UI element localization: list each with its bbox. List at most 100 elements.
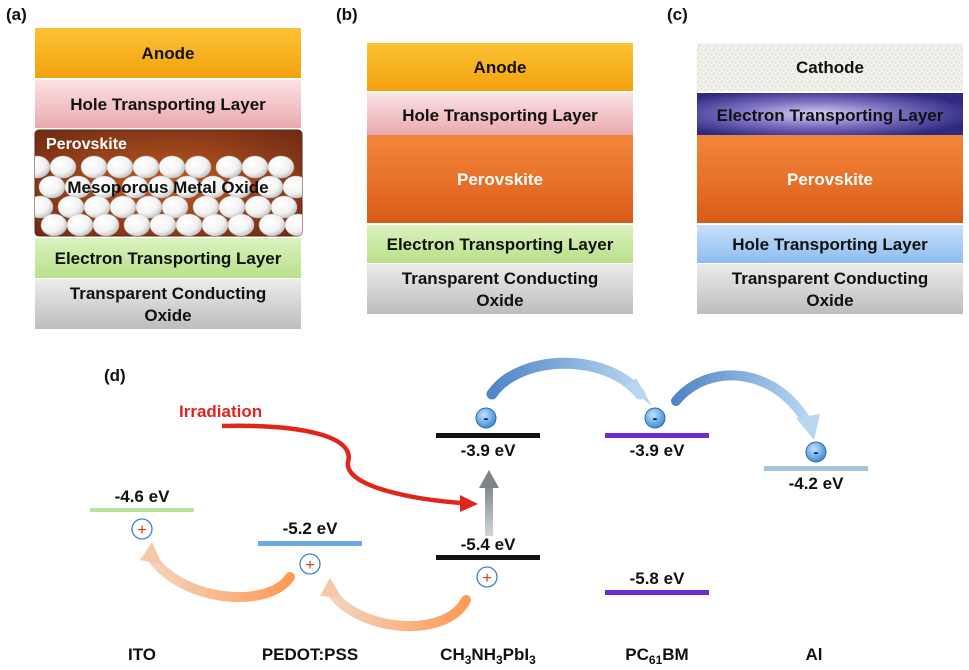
hole-pedot: + [299, 553, 321, 575]
b-anode-label: Anode [474, 58, 527, 77]
ito-level-value: -4.6 eV [115, 487, 170, 506]
panel-a-label: (a) [6, 5, 27, 24]
hole-symbol: + [305, 557, 314, 574]
b-htl-layer [367, 93, 633, 135]
perov-sub-1: 3 [465, 653, 472, 667]
oxide-sphere [284, 213, 302, 236]
a-etl-label: Electron Transporting Layer [55, 249, 282, 268]
c-etl-label: Electron Transporting Layer [717, 106, 944, 125]
material-pcbm: PC61BM [625, 645, 688, 667]
oxide-sphere [184, 155, 212, 179]
perov-part-ch: CH [440, 645, 465, 664]
perovskite-homo-value: -5.4 eV [461, 535, 516, 554]
material-ito: ITO [128, 645, 156, 664]
a-perovskite-label: Perovskite [46, 136, 127, 153]
hole-symbol: + [137, 522, 146, 539]
b-perovskite-layer [367, 135, 633, 223]
b-perovskite-label: Perovskite [457, 170, 543, 189]
pcbm-lumo-value: -3.9 eV [630, 441, 685, 460]
oxide-sphere [270, 195, 298, 219]
b-tco-label-2: Oxide [476, 291, 523, 310]
electron-symbol: - [814, 444, 819, 460]
a-meso-label: Mesoporous Metal Oxide [67, 178, 268, 197]
c-tco-label-2: Oxide [806, 291, 853, 310]
pedot-level [258, 541, 362, 546]
b-etl-label: Electron Transporting Layer [387, 235, 614, 254]
oxide-sphere [258, 213, 286, 236]
oxide-sphere [132, 155, 160, 179]
perov-part-pbi: PbI [503, 645, 529, 664]
perovskite-lumo-value: -3.9 eV [461, 441, 516, 460]
perov-sub-3: 3 [529, 653, 536, 667]
electron-transfer-arrow-2 [671, 370, 813, 429]
b-htl-label: Hole Transporting Layer [402, 106, 598, 125]
a-tco-layer [35, 279, 301, 329]
c-tco-layer [697, 264, 963, 314]
hole-symbol: + [482, 570, 491, 587]
oxide-sphere [149, 213, 177, 236]
ito-level [90, 508, 194, 512]
oxide-sphere [40, 213, 68, 236]
oxide-sphere [38, 175, 66, 199]
perovskite-homo-level [436, 555, 540, 560]
al-level-value: -4.2 eV [789, 474, 844, 493]
c-tco-label-1: Transparent Conducting [732, 269, 928, 288]
oxide-sphere [175, 213, 203, 236]
c-perovskite-layer [697, 135, 963, 223]
electron-perovskite: - [475, 407, 497, 429]
b-tco-label-1: Transparent Conducting [402, 269, 598, 288]
b-tco-layer [367, 264, 633, 314]
electron-transfer-arrow-1 [486, 357, 646, 400]
excitation-arrow-shaft [485, 484, 493, 536]
perov-sub-2: 3 [496, 653, 503, 667]
hole-transfer-arrow-1 [145, 550, 295, 602]
a-tco-label-2: Oxide [144, 306, 191, 325]
c-perovskite-label: Perovskite [787, 170, 873, 189]
c-cathode-layer [697, 43, 963, 91]
panel-d-label: (d) [104, 366, 126, 385]
a-htl-layer [35, 80, 301, 128]
oxide-sphere [267, 155, 295, 179]
al-level [764, 466, 868, 471]
a-anode-label: Anode [142, 44, 195, 63]
c-htl-layer [697, 225, 963, 263]
electron-symbol: - [653, 410, 658, 426]
a-htl-label: Hole Transporting Layer [70, 95, 266, 114]
oxide-sphere [201, 213, 229, 236]
hole-ito: + [131, 518, 153, 540]
c-etl-layer [697, 93, 963, 135]
pcbm-part-pc: PC [625, 645, 649, 664]
electron-symbol: - [484, 410, 489, 426]
oxide-sphere [123, 213, 151, 236]
electron-arrow-2-head [796, 414, 820, 440]
oxide-sphere [35, 155, 51, 179]
oxide-sphere [158, 155, 186, 179]
electron-al: - [805, 441, 827, 463]
oxide-sphere [49, 155, 77, 179]
a-etl-layer [35, 238, 301, 278]
hole-perovskite: + [476, 566, 498, 588]
a-tco-label-1: Transparent Conducting [70, 284, 266, 303]
oxide-sphere [106, 155, 134, 179]
irradiation-label: Irradiation [179, 402, 262, 421]
b-anode-layer [367, 43, 633, 91]
material-perovskite: CH3NH3PbI3 [440, 645, 536, 667]
irradiation-arrow [221, 423, 463, 506]
oxide-sphere [35, 195, 54, 219]
panel-c-label: (c) [667, 5, 688, 24]
hole-transfer-arrow-2 [325, 585, 471, 632]
a-anode-layer [35, 28, 301, 78]
pcbm-homo-level [605, 590, 709, 595]
pcbm-part-bm: BM [662, 645, 688, 664]
pcbm-sub: 61 [649, 653, 663, 667]
oxide-sphere [227, 213, 255, 236]
oxide-sphere [282, 175, 302, 199]
oxide-sphere [241, 155, 269, 179]
panel-b-label: (b) [336, 5, 358, 24]
hole-arrow-2-head [320, 578, 342, 598]
oxide-sphere [215, 155, 243, 179]
electron-arrow-1-head [626, 378, 652, 406]
material-al: Al [806, 645, 823, 664]
electron-pcbm: - [644, 407, 666, 429]
